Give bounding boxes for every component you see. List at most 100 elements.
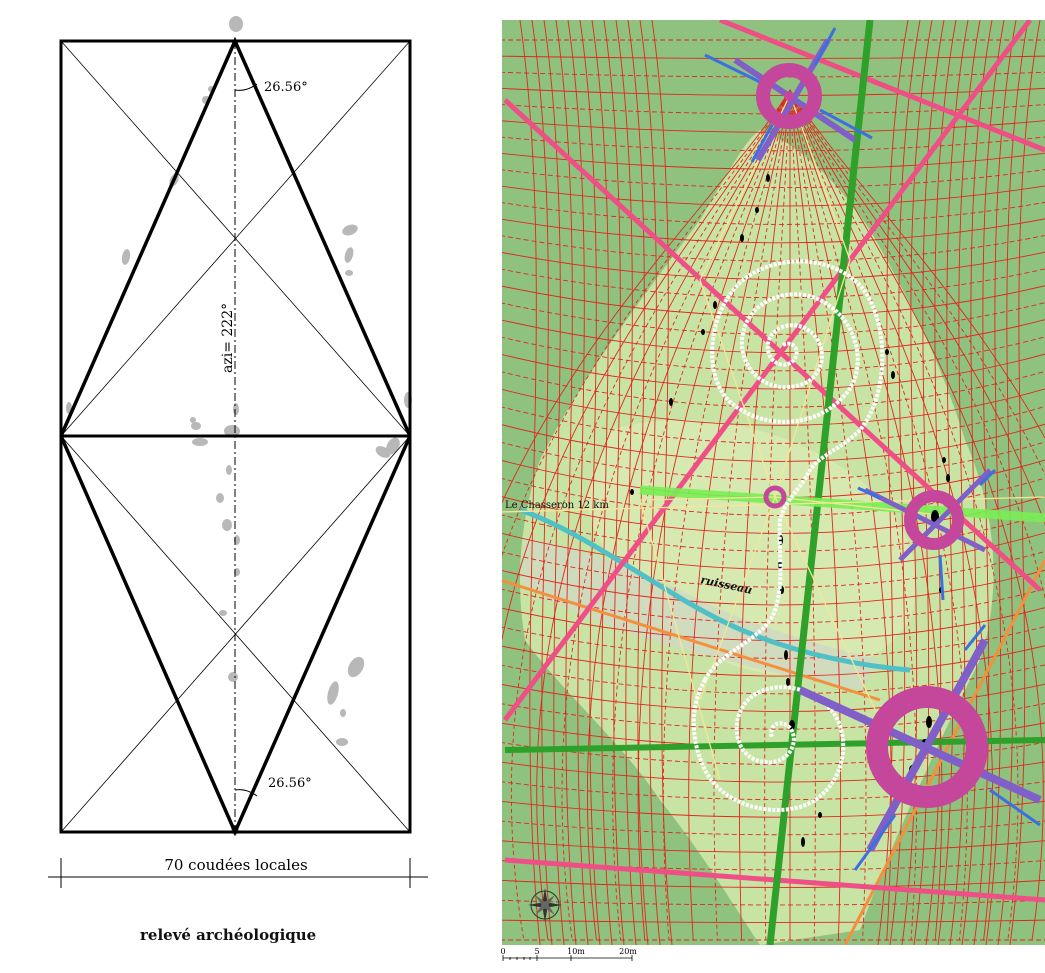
stone bbox=[121, 249, 131, 265]
stone bbox=[192, 438, 208, 446]
grid-line bbox=[764, 89, 791, 941]
stone bbox=[191, 422, 201, 430]
stone bbox=[190, 417, 196, 423]
green-band-horizontal bbox=[504, 737, 1045, 753]
grid-line bbox=[502, 569, 1045, 606]
grid-line bbox=[789, 89, 943, 941]
grid-line bbox=[531, 20, 553, 945]
grid-line bbox=[586, 89, 791, 941]
grid-line bbox=[579, 20, 601, 945]
grid-line bbox=[985, 20, 1017, 945]
stone bbox=[347, 656, 365, 678]
grid-line bbox=[502, 336, 1045, 372]
grid-line bbox=[519, 20, 541, 945]
energy-ring-middle bbox=[857, 468, 997, 601]
stone bbox=[340, 709, 346, 717]
grid-line bbox=[949, 20, 981, 945]
stream bbox=[519, 507, 911, 673]
grid-line bbox=[561, 89, 791, 941]
scale-bar: 0 5 10m 20m bbox=[500, 947, 637, 961]
grid-line bbox=[502, 423, 1045, 462]
dimension-line bbox=[48, 858, 428, 888]
grid-line bbox=[688, 89, 791, 941]
grid-line bbox=[502, 285, 1045, 317]
stone bbox=[224, 425, 240, 437]
width-label: 70 coudées locales bbox=[164, 856, 307, 874]
grid-line bbox=[961, 20, 993, 945]
energy-ring-small bbox=[763, 485, 787, 509]
grid-line bbox=[502, 218, 1045, 244]
place-label: Le Chasseron 12 km bbox=[505, 500, 609, 511]
grid-line bbox=[502, 251, 1045, 280]
survey-diagram: 26.56° 26.56° azi= 222° 70 coudées local… bbox=[48, 16, 428, 888]
angle-arc-top bbox=[234, 83, 258, 91]
grid-line bbox=[502, 201, 1045, 225]
grid-line bbox=[925, 20, 957, 945]
angle-arc-bottom bbox=[234, 789, 258, 797]
panel-title: relevé archéologique bbox=[140, 926, 317, 944]
grid-line bbox=[502, 899, 1045, 906]
grid-line bbox=[502, 919, 1045, 923]
compass-rose-icon bbox=[528, 888, 562, 922]
azimuth-label: azi= 222° bbox=[220, 303, 236, 373]
grid-line bbox=[789, 89, 1045, 600]
grid-line bbox=[913, 20, 945, 945]
grid-line bbox=[502, 89, 791, 504]
grid-line bbox=[789, 89, 1019, 941]
grid-line bbox=[502, 268, 1045, 299]
stone bbox=[226, 465, 232, 475]
grid-line bbox=[789, 89, 1045, 526]
scale-tick-20: 20m bbox=[619, 947, 637, 956]
energy-ring-bottom bbox=[798, 624, 1042, 871]
grid-line bbox=[555, 20, 577, 945]
grid-line bbox=[502, 353, 1045, 390]
stone bbox=[344, 247, 354, 263]
grid-line bbox=[502, 371, 1045, 408]
grid-line bbox=[651, 20, 673, 945]
grid-line bbox=[612, 89, 791, 941]
stone bbox=[233, 403, 239, 415]
grid-line bbox=[567, 20, 589, 945]
grid-line bbox=[502, 55, 1045, 59]
scale-tick-5: 5 bbox=[534, 947, 539, 956]
grid-line bbox=[502, 781, 1045, 801]
grid-line bbox=[615, 20, 637, 945]
stones bbox=[66, 16, 412, 835]
stone bbox=[336, 738, 348, 746]
geomantic-map: Le Chasseron 12 km ruisseau bbox=[500, 20, 1045, 961]
scale-tick-0: 0 bbox=[500, 947, 505, 956]
grid-line bbox=[889, 20, 921, 945]
grid-line bbox=[502, 406, 1045, 444]
green-band-vertical bbox=[766, 20, 874, 945]
stone bbox=[228, 672, 238, 682]
grid-line bbox=[789, 89, 1045, 440]
grid-line bbox=[502, 169, 1045, 189]
angle-label-top: 26.56° bbox=[264, 80, 308, 95]
stone bbox=[345, 270, 353, 276]
grid-line bbox=[603, 20, 625, 945]
scale-tick-10: 10m bbox=[567, 947, 585, 956]
grid-line bbox=[502, 120, 1045, 133]
energy-ring-top bbox=[704, 27, 873, 163]
grid-line bbox=[639, 20, 661, 945]
grid-line bbox=[502, 664, 1045, 695]
stone bbox=[216, 493, 224, 503]
grid-line bbox=[502, 879, 1045, 888]
stone bbox=[327, 681, 339, 705]
grid-line bbox=[502, 388, 1045, 426]
grid-line bbox=[627, 20, 649, 945]
grid-line bbox=[502, 152, 1045, 170]
grid-line bbox=[591, 20, 613, 945]
grid-line bbox=[502, 302, 1045, 335]
stone bbox=[386, 437, 400, 455]
orange-line bbox=[502, 579, 881, 702]
grid-line bbox=[502, 89, 791, 642]
stone bbox=[222, 519, 232, 531]
grid-line bbox=[997, 20, 1029, 945]
angle-label-bottom: 26.56° bbox=[268, 776, 312, 791]
grid-line bbox=[502, 441, 1045, 480]
stone bbox=[342, 224, 358, 236]
grid-line bbox=[789, 89, 994, 941]
stone bbox=[229, 16, 243, 32]
